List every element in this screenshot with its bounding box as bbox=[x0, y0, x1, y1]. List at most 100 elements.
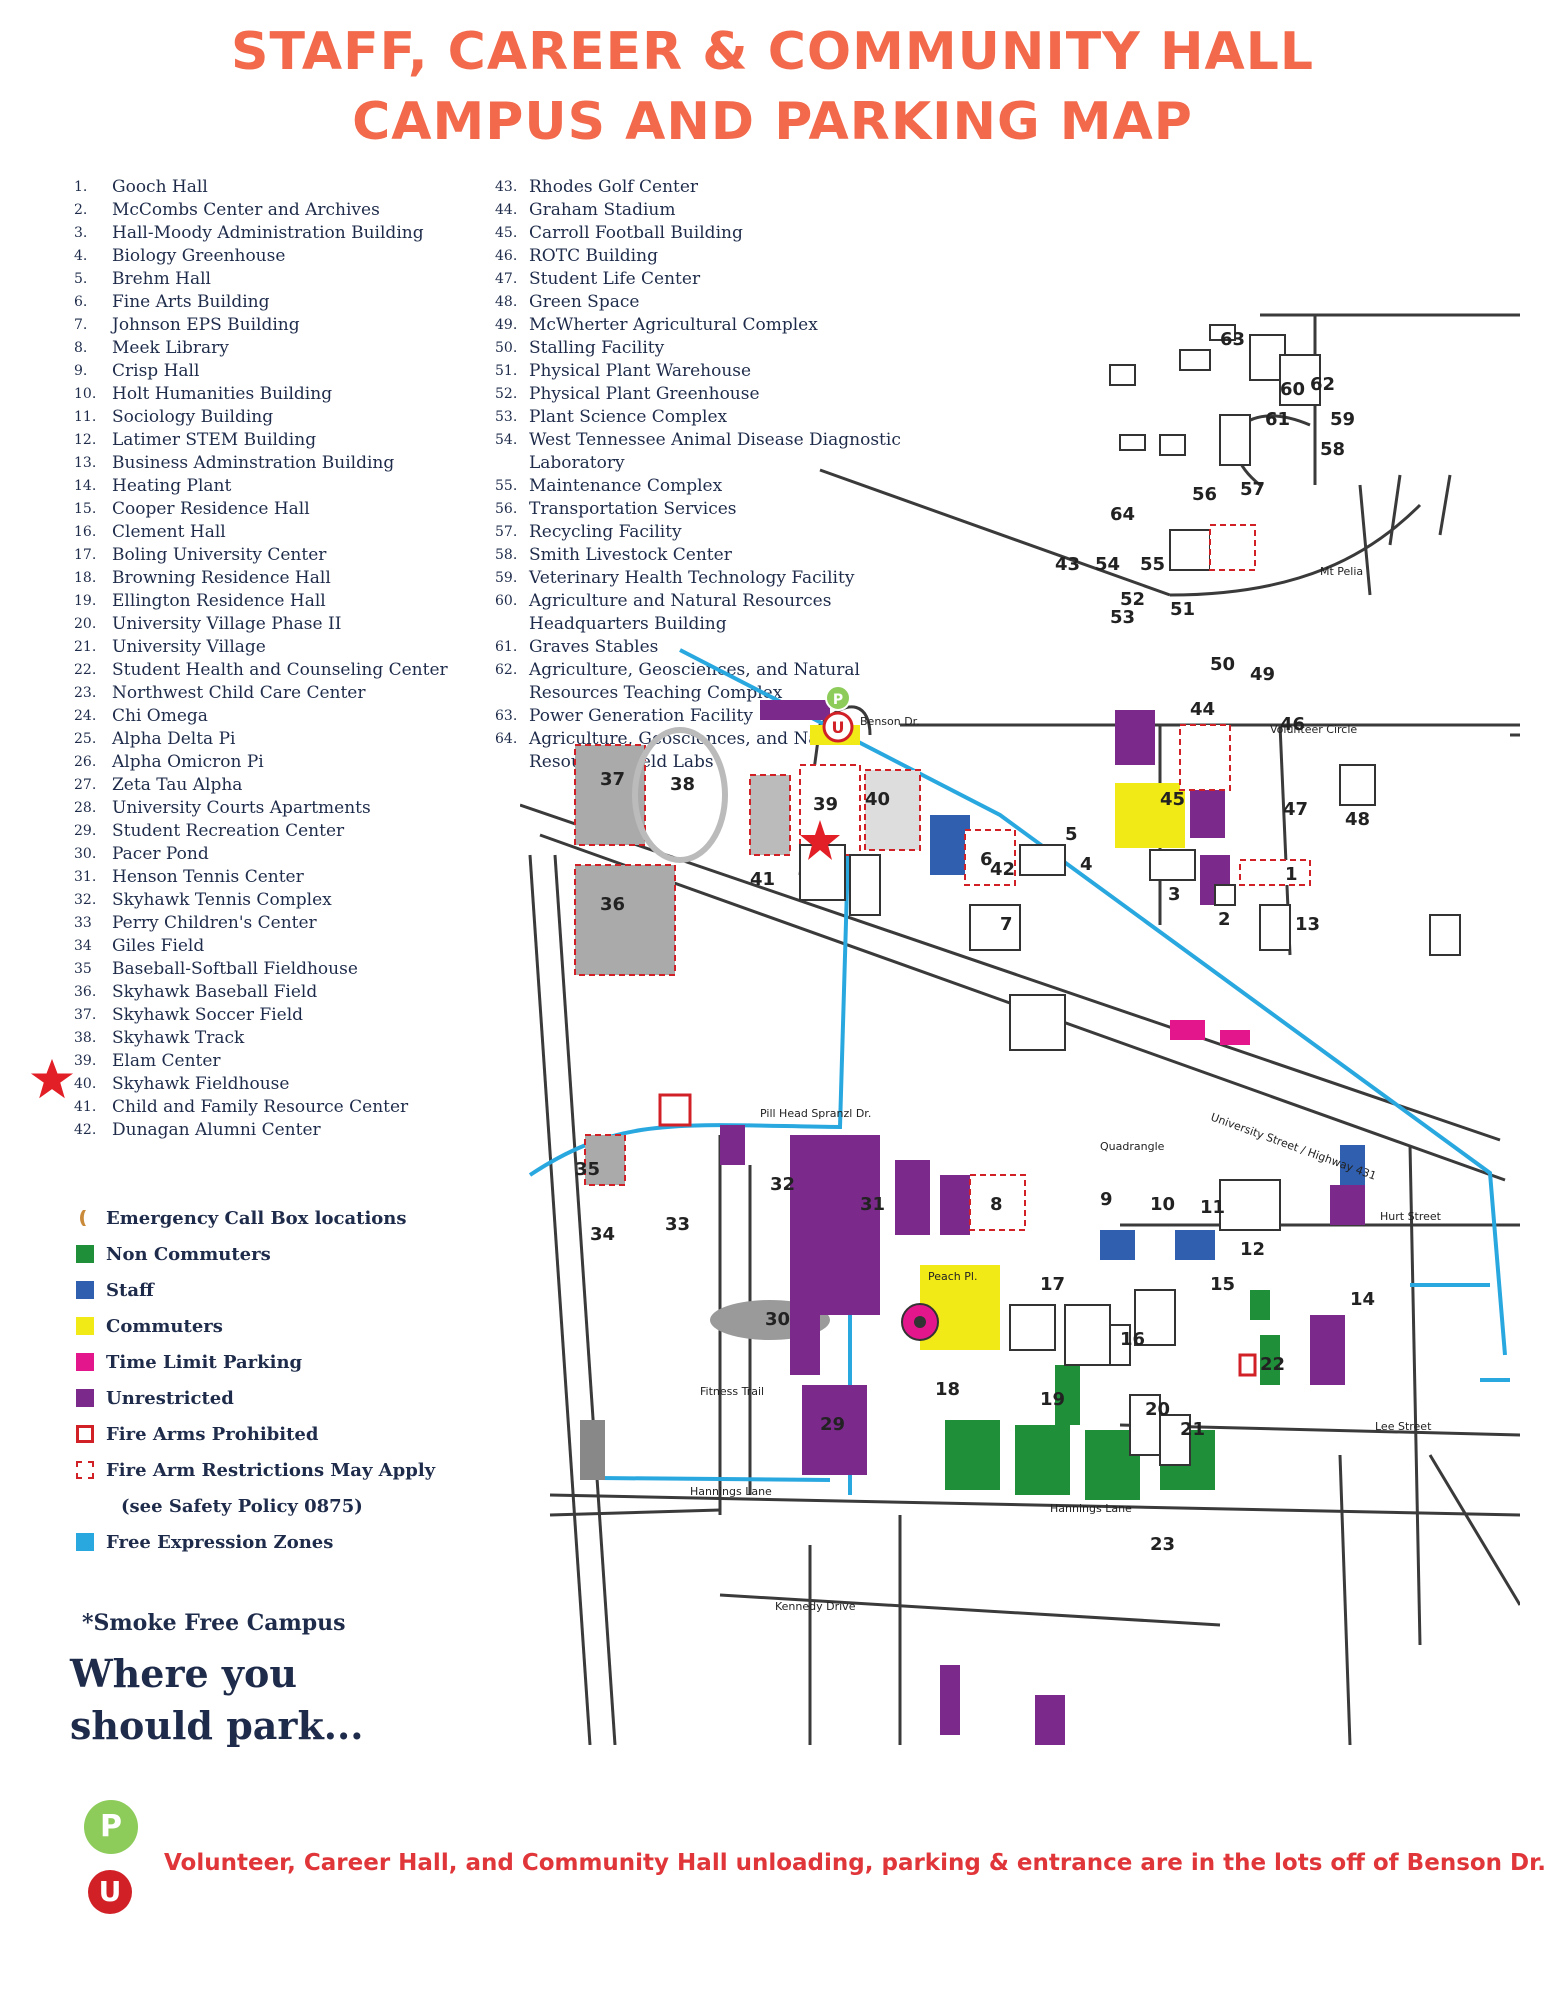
building-number: 18. bbox=[74, 570, 97, 586]
building-number: 57. bbox=[495, 524, 518, 540]
building-number: 29. bbox=[74, 823, 97, 839]
building-list-item: 45.Carroll Football Building bbox=[495, 222, 901, 245]
map-label-6: 6 bbox=[980, 849, 993, 870]
building-name: Perry Children's Center bbox=[112, 913, 317, 933]
building-list-item: Laboratory bbox=[495, 452, 901, 475]
where-to-park-heading: Where you should park... bbox=[70, 1648, 410, 1752]
map-label-43: 43 bbox=[1055, 554, 1080, 575]
building-name: Johnson EPS Building bbox=[112, 315, 300, 335]
building-number: 2. bbox=[74, 202, 88, 218]
building-list-item: 62.Agriculture, Geosciences, and Natural bbox=[495, 659, 901, 682]
map-label-5: 5 bbox=[1065, 824, 1078, 845]
building-name: Maintenance Complex bbox=[529, 476, 723, 496]
building-number: 61. bbox=[495, 639, 518, 655]
building-number: 45. bbox=[495, 225, 518, 241]
road bbox=[553, 854, 617, 1746]
building-number: 38. bbox=[74, 1030, 97, 1046]
campus-map: U P University Street / Highway 431 Pill… bbox=[519, 305, 1522, 1746]
building-name: Latimer STEM Building bbox=[112, 430, 317, 450]
street-label-volunteer: Volunteer Circle bbox=[1270, 723, 1357, 736]
building-60 bbox=[1279, 354, 1321, 406]
parking-unrestricted bbox=[820, 1135, 880, 1315]
legend-free-expression: Free Expression Zones bbox=[76, 1524, 435, 1560]
building-number: 1. bbox=[74, 179, 88, 195]
map-label-48: 48 bbox=[1345, 809, 1370, 830]
building-number: 20. bbox=[74, 616, 97, 632]
building-name: Skyhawk Baseball Field bbox=[112, 982, 318, 1002]
map-label-63: 63 bbox=[1220, 329, 1245, 350]
building-14 bbox=[1429, 914, 1461, 956]
parking-non-commuters bbox=[1250, 1290, 1270, 1320]
building-56 bbox=[1179, 349, 1211, 371]
map-label-44: 44 bbox=[1190, 699, 1215, 720]
building-number: 54. bbox=[495, 432, 518, 448]
building-list-item: 63.Power Generation Facility bbox=[495, 705, 901, 728]
building-name: Dunagan Alumni Center bbox=[112, 1120, 321, 1140]
building-name: Transportation Services bbox=[529, 499, 737, 519]
building-name: Clement Hall bbox=[112, 522, 226, 542]
legend-label: Emergency Call Box locations bbox=[106, 1207, 407, 1229]
map-label-33: 33 bbox=[665, 1214, 690, 1235]
building-6 bbox=[964, 829, 1016, 886]
building-name: Holt Humanities Building bbox=[112, 384, 333, 404]
road-kennedy-drive bbox=[719, 1593, 1221, 1627]
building-number: 60. bbox=[495, 593, 518, 609]
map-label-30: 30 bbox=[765, 1309, 790, 1330]
where-line1: Where you bbox=[70, 1651, 297, 1696]
building-name: Alpha Omicron Pi bbox=[112, 752, 264, 772]
building-number: 13. bbox=[74, 455, 97, 471]
parking-commuters bbox=[920, 1265, 1000, 1350]
building-name: Skyhawk Soccer Field bbox=[112, 1005, 304, 1025]
building-number: 12. bbox=[74, 432, 97, 448]
building-number: 40. bbox=[74, 1076, 97, 1092]
building-list-item: 3.Hall-Moody Administration Building bbox=[74, 222, 448, 245]
building-5 bbox=[1019, 844, 1066, 876]
perry-center bbox=[658, 1093, 692, 1127]
building-number: 53. bbox=[495, 409, 518, 425]
building-name: Pacer Pond bbox=[112, 844, 209, 864]
swatch-red-dashed bbox=[76, 1461, 94, 1479]
building-number: 14. bbox=[74, 478, 97, 494]
parking-unrestricted bbox=[1330, 1185, 1365, 1225]
building-list-item: 40.Skyhawk Fieldhouse bbox=[74, 1073, 448, 1096]
parking-unrestricted bbox=[790, 1135, 820, 1375]
building-number: 22. bbox=[74, 662, 97, 678]
map-label-7: 7 bbox=[1000, 914, 1013, 935]
building-list-item: 24.Chi Omega bbox=[74, 705, 448, 728]
parking-unrestricted bbox=[940, 1665, 960, 1735]
map-label-13: 13 bbox=[1295, 914, 1320, 935]
legend-label: Unrestricted bbox=[106, 1387, 234, 1409]
legend-label: Time Limit Parking bbox=[106, 1351, 303, 1373]
building-list-item: 29.Student Recreation Center bbox=[74, 820, 448, 843]
parking-unrestricted bbox=[802, 1385, 867, 1475]
unloading-badge: U bbox=[88, 1870, 132, 1914]
building-number: 5. bbox=[74, 271, 88, 287]
tennis-area bbox=[749, 774, 791, 856]
building-name: Skyhawk Track bbox=[112, 1028, 245, 1048]
parking-unrestricted bbox=[720, 1125, 745, 1165]
building-list-item: 55.Maintenance Complex bbox=[495, 475, 901, 498]
building-name: Power Generation Facility bbox=[529, 706, 753, 726]
map-label-2: 2 bbox=[1218, 909, 1231, 930]
building-number: 42. bbox=[74, 1122, 97, 1138]
building-list-item: 61.Graves Stables bbox=[495, 636, 901, 659]
parking-unrestricted bbox=[1310, 1315, 1345, 1385]
parking-unrestricted bbox=[1035, 1695, 1065, 1745]
building-list-item: 27.Zeta Tau Alpha bbox=[74, 774, 448, 797]
building-name: University Village bbox=[112, 637, 266, 657]
building-name: Graham Stadium bbox=[529, 200, 676, 220]
building-list-item: 14.Heating Plant bbox=[74, 475, 448, 498]
building-number: 50. bbox=[495, 340, 518, 356]
building-number: 64. bbox=[495, 731, 518, 747]
building-63 bbox=[1209, 324, 1236, 341]
parking-staff bbox=[930, 815, 970, 875]
building-number: 41. bbox=[74, 1099, 97, 1115]
building-list-item: 44.Graham Stadium bbox=[495, 199, 901, 222]
map-label-15: 15 bbox=[1210, 1274, 1235, 1295]
building-list-item: 38. Skyhawk Track bbox=[74, 1027, 448, 1050]
building-2 bbox=[1214, 884, 1236, 906]
parking-non-commuters bbox=[1015, 1425, 1070, 1495]
building-48 bbox=[1339, 764, 1376, 806]
